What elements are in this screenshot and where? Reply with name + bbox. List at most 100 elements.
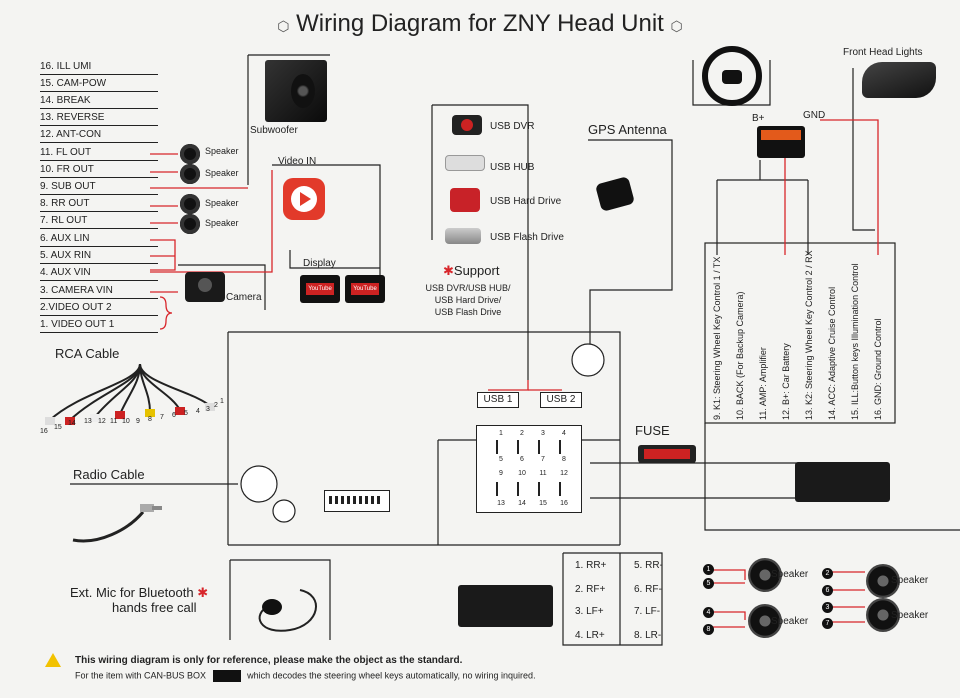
speaker-label: Speaker bbox=[205, 168, 239, 178]
steering-wheel-icon bbox=[702, 46, 762, 106]
microphone-icon bbox=[258, 589, 317, 632]
control-wire-label: 16. GND: Ground Control bbox=[873, 318, 883, 420]
control-wire-label: 13. K2: Steering Wheel Key Control 2 / R… bbox=[804, 250, 814, 420]
warning-icon bbox=[45, 653, 61, 667]
speaker-icon bbox=[180, 144, 200, 164]
display-screen-icon: YouTube bbox=[345, 275, 385, 303]
rca-number: 2 bbox=[214, 402, 218, 409]
rca-number: 5 bbox=[184, 410, 188, 417]
rca-item: 11. FL OUT bbox=[40, 146, 158, 161]
headlight-icon bbox=[862, 62, 936, 98]
rca-item: 16. ILL UMI bbox=[40, 60, 158, 75]
fuse-label: FUSE bbox=[635, 423, 670, 438]
speaker-pin-dot: 4 bbox=[703, 607, 714, 618]
radio-cable-icon bbox=[72, 504, 162, 543]
pin-label: 13 bbox=[497, 500, 505, 507]
rca-item: 5. AUX RIN bbox=[40, 249, 158, 264]
usb-hard-drive-icon bbox=[450, 188, 480, 212]
speaker-pin: 2. RF+ bbox=[575, 584, 606, 595]
subwoofer-icon bbox=[265, 60, 327, 122]
video-in-icon bbox=[283, 178, 325, 220]
rca-number: 16 bbox=[40, 428, 48, 435]
usb-flash-drive-icon bbox=[445, 228, 481, 244]
pin-label: 3 bbox=[541, 430, 545, 437]
speaker-label: Speaker bbox=[771, 569, 809, 580]
speaker-label: Speaker bbox=[771, 616, 809, 627]
support-list: USB DVR/USB HUB/ USB Hard Drive/ USB Fla… bbox=[418, 282, 518, 318]
speaker-icon bbox=[748, 604, 782, 638]
note-line2-post: which decodes the steering wheel keys au… bbox=[247, 670, 536, 681]
youtube-logo: YouTube bbox=[351, 283, 379, 295]
speaker-label: Speaker bbox=[891, 575, 929, 586]
rca-item: 7. RL OUT bbox=[40, 214, 158, 229]
rca-number: 1 bbox=[220, 398, 224, 405]
can-bus-box-icon bbox=[212, 670, 241, 682]
b-plus-label: B+ bbox=[752, 113, 765, 124]
rca-number: 6 bbox=[172, 412, 176, 419]
iso-connector-icon bbox=[324, 490, 390, 512]
speaker-pin: 8. LR- bbox=[634, 630, 662, 641]
speaker-icon bbox=[866, 598, 900, 632]
speaker-icon bbox=[180, 214, 200, 234]
note-line2: For the item with CAN-BUS BOX which deco… bbox=[75, 670, 536, 682]
support-line: USB Flash Drive bbox=[434, 307, 502, 317]
rca-item: 10. FR OUT bbox=[40, 163, 158, 178]
rca-number: 9 bbox=[136, 418, 140, 425]
rca-item: 13. REVERSE bbox=[40, 111, 158, 126]
speaker-icon bbox=[748, 558, 782, 592]
pin-label: 8 bbox=[562, 456, 566, 463]
support-line: USB Hard Drive/ bbox=[434, 295, 502, 305]
pin-label: 14 bbox=[518, 500, 526, 507]
control-wire-label: 9. K1: Steering Wheel Key Control 1 / TX bbox=[712, 256, 722, 420]
rca-item: 9. SUB OUT bbox=[40, 180, 158, 195]
control-wire-label: 12. B+: Car Battery bbox=[781, 343, 791, 420]
rca-cable-icon bbox=[40, 362, 220, 432]
pin-label: 11 bbox=[539, 470, 547, 477]
rca-number: 7 bbox=[160, 414, 164, 421]
car-battery-icon bbox=[757, 126, 805, 158]
camera-icon bbox=[185, 272, 225, 302]
note-line2-pre: For the item with CAN-BUS BOX bbox=[75, 670, 207, 681]
pin-label: 9 bbox=[499, 470, 503, 477]
radio-cable-label: Radio Cable bbox=[73, 467, 145, 482]
rca-number: 11 bbox=[110, 418, 118, 425]
pin-label: 7 bbox=[541, 456, 545, 463]
pin-label: 1 bbox=[499, 430, 503, 437]
speaker-pin: 1. RR+ bbox=[575, 560, 607, 571]
control-wire-connector-icon bbox=[795, 462, 890, 502]
speaker-icon bbox=[180, 164, 200, 184]
speaker-label: Speaker bbox=[205, 218, 239, 228]
speaker-pin-dot: 3 bbox=[822, 602, 833, 613]
speaker-pin-dot: 5 bbox=[703, 578, 714, 589]
rca-item: 1. VIDEO OUT 1 bbox=[40, 318, 158, 333]
control-wire-label: 10. BACK (For Backup Camera) bbox=[735, 291, 745, 420]
rca-item: 12. ANT-CON bbox=[40, 128, 158, 143]
speaker-pin: 6. RF- bbox=[634, 584, 662, 595]
speaker-pin: 7. LF- bbox=[634, 606, 661, 617]
rca-item: 3. CAMERA VIN bbox=[40, 284, 158, 299]
gps-antenna-label: GPS Antenna bbox=[588, 122, 667, 137]
ext-mic-label: Ext. Mic for Bluetooth ✱ bbox=[70, 585, 209, 600]
subwoofer-label: Subwoofer bbox=[250, 125, 298, 136]
rca-number: 4 bbox=[196, 408, 200, 415]
support-line: USB DVR/USB HUB/ bbox=[425, 283, 511, 293]
rca-number: 15 bbox=[54, 424, 62, 431]
control-wire-label: 14. ACC: Adaptive Cruise Control bbox=[827, 286, 837, 420]
pin-label: 2 bbox=[520, 430, 524, 437]
rca-item: 6. AUX LIN bbox=[40, 232, 158, 247]
pin-label: 12 bbox=[560, 470, 568, 477]
ext-mic-line2: hands free call bbox=[112, 600, 197, 615]
support-title: ✱Support bbox=[443, 263, 500, 278]
rca-item: 15. CAM-POW bbox=[40, 77, 158, 92]
rca-cable-label: RCA Cable bbox=[55, 346, 120, 361]
speaker-connector-icon bbox=[458, 585, 553, 627]
rca-number: 14 bbox=[68, 420, 76, 427]
speaker-pin-dot: 7 bbox=[822, 618, 833, 629]
speaker-label: Speaker bbox=[891, 610, 929, 621]
speaker-icon bbox=[866, 564, 900, 598]
rca-number: 13 bbox=[84, 418, 92, 425]
rca-number: 12 bbox=[98, 418, 106, 425]
front-head-lights-label: Front Head Lights bbox=[843, 47, 923, 58]
usb2-port: USB 2 bbox=[540, 392, 582, 408]
rca-item: 4. AUX VIN bbox=[40, 266, 158, 281]
